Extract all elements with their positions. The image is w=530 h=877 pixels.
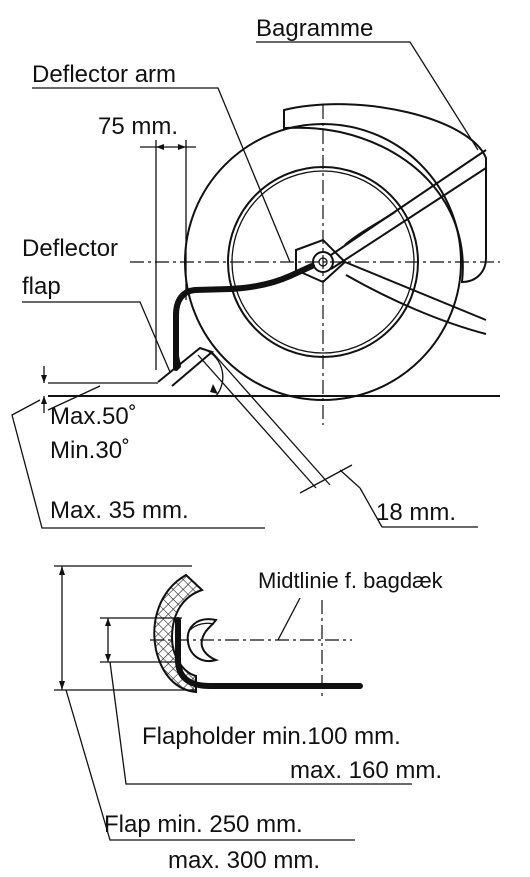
leader-midtlinie bbox=[277, 597, 301, 641]
leader-deflector-arm bbox=[32, 87, 291, 263]
label-deflector-arm: Deflector arm bbox=[32, 61, 176, 88]
label-flapholder-max: max. 160 mm. bbox=[290, 757, 442, 784]
mudguard bbox=[283, 103, 487, 284]
dim-18mm bbox=[197, 351, 478, 528]
label-flap-min: Flap min. 250 mm. bbox=[104, 811, 303, 838]
label-bagramme: Bagramme bbox=[256, 15, 373, 42]
label-max-angle: Max.50˚ bbox=[50, 403, 137, 430]
label-min-angle: Min.30˚ bbox=[50, 437, 130, 464]
label-deflector-flap-1: Deflector bbox=[22, 235, 118, 262]
label-dim-75: 75 mm. bbox=[98, 113, 178, 140]
label-dim-18: 18 mm. bbox=[376, 499, 456, 526]
leader-angle bbox=[47, 385, 101, 411]
deflector-flap bbox=[173, 353, 181, 369]
label-flapholder-min: Flapholder min.100 mm. bbox=[142, 723, 401, 750]
section-view bbox=[54, 565, 412, 841]
tyre-section bbox=[186, 618, 220, 662]
leader-bagramme bbox=[256, 41, 479, 151]
frame-bagramme bbox=[295, 149, 487, 335]
dim-35mm bbox=[11, 366, 265, 529]
side-view bbox=[11, 41, 500, 529]
dim-flapholder bbox=[100, 617, 412, 785]
label-max-35: Max. 35 mm. bbox=[50, 497, 189, 524]
label-midtlinie: Midtlinie f. bagdæk bbox=[258, 568, 444, 593]
leader-deflector-flap bbox=[22, 301, 171, 373]
deflector-arm bbox=[173, 263, 315, 371]
flapholder bbox=[175, 617, 363, 689]
flap-section bbox=[153, 573, 204, 694]
label-flap-max: max. 300 mm. bbox=[168, 847, 320, 874]
dim-75mm bbox=[140, 140, 196, 370]
label-deflector-flap-2: flap bbox=[22, 273, 61, 300]
angle-arc bbox=[205, 349, 224, 397]
dim-flap bbox=[54, 565, 355, 841]
